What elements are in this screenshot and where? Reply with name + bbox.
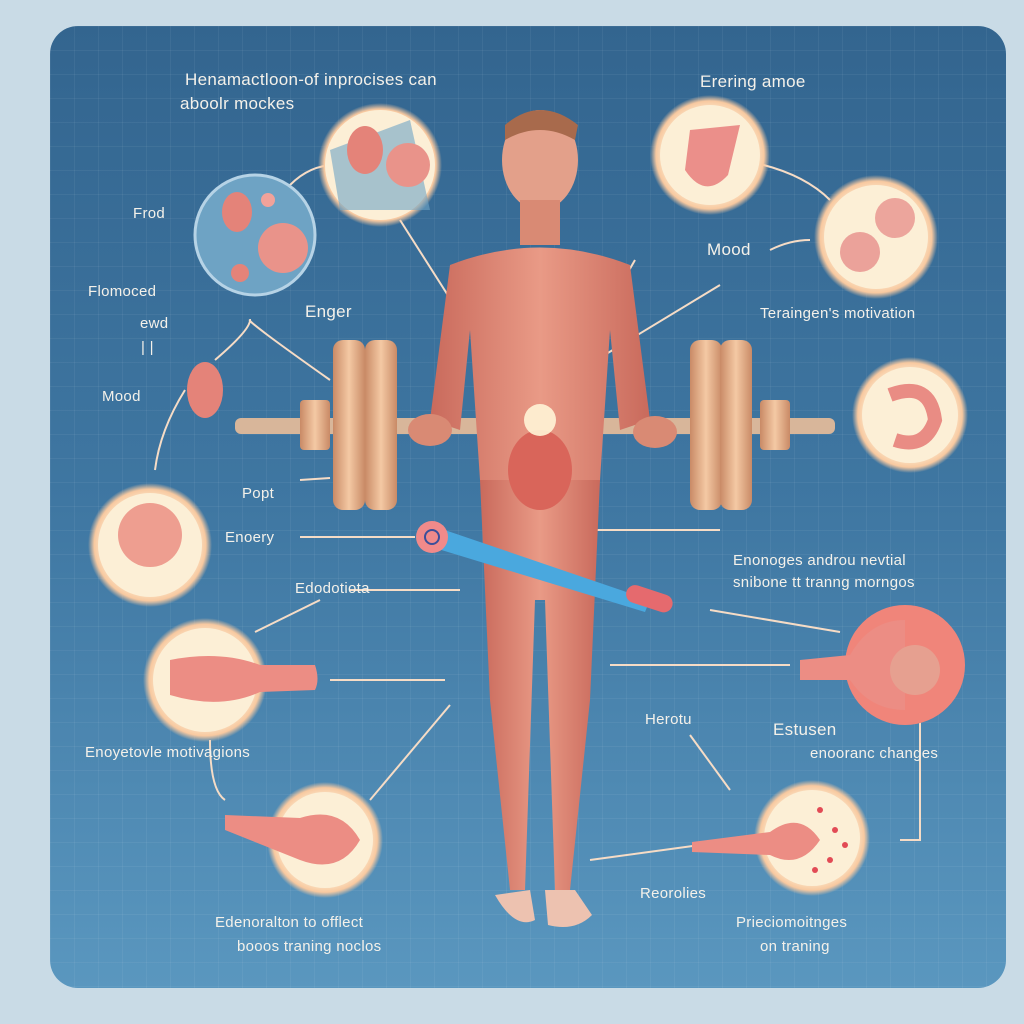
label-hormones-line1: Enonoges androu nevtial: [733, 552, 906, 569]
label-bottom-right-line1: Prieciomoitnges: [736, 914, 848, 931]
label-motivation: Teraingen's motivation: [760, 305, 916, 322]
label-top-right: Erering amoe: [700, 72, 806, 91]
label-ewd: ewd: [140, 315, 169, 332]
label-motivagions: Enoyetovle motivagions: [85, 744, 251, 761]
label-endorane: enooranc changes: [810, 745, 939, 762]
label-bars: | |: [141, 339, 154, 356]
label-mood-right: Mood: [707, 240, 751, 259]
cell-circles: [88, 95, 968, 898]
label-frod: Frod: [133, 205, 166, 222]
label-mood-left: Mood: [102, 388, 141, 405]
label-bottom-left-line1: Edenoralton to offlect: [215, 914, 364, 931]
label-top-left-line1: Henamactloon-of inprocises can: [185, 70, 437, 89]
label-flomoced: Flomoced: [88, 283, 157, 300]
label-top-left-line2: aboolr mockes: [180, 94, 295, 113]
label-bottom-right-line2: on traning: [760, 938, 830, 955]
label-energy: Enoery: [225, 529, 275, 546]
label-popt: Popt: [242, 485, 275, 502]
label-edodotiota: Edodotiota: [295, 580, 370, 597]
syringe-icon: [416, 521, 673, 613]
human-figure: [408, 110, 677, 928]
label-enger: Enger: [305, 302, 352, 321]
label-bottom-left-line2: booos traning noclos: [237, 938, 382, 955]
label-heroku: Herotu: [645, 711, 692, 728]
label-hormones-line2: snibone tt tranng morngos: [733, 574, 915, 591]
label-estusen: Estusen: [773, 720, 837, 739]
label-reorolize: Reorolies: [640, 885, 707, 902]
